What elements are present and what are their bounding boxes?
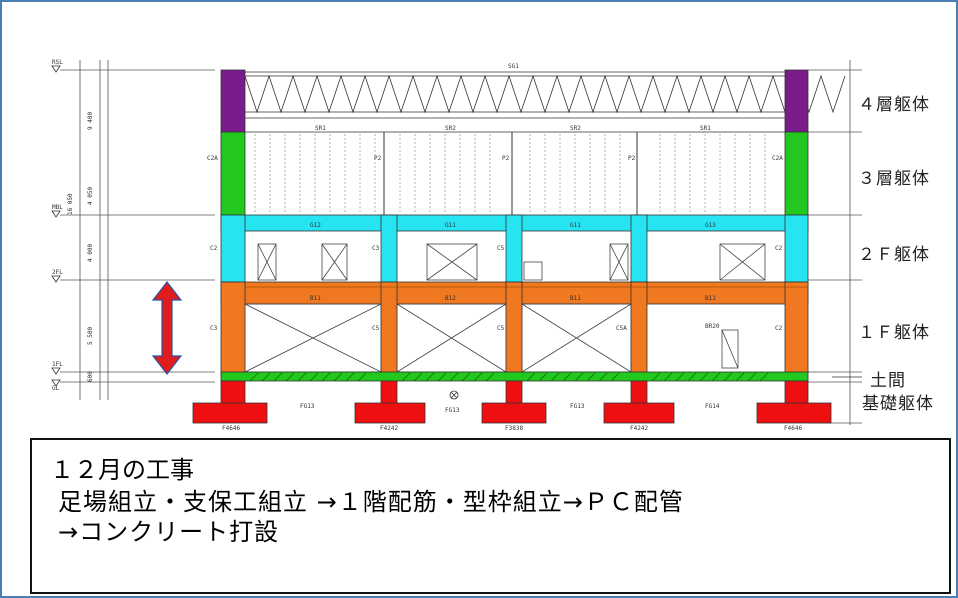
2f-frame [220,214,809,283]
purple-column-right [784,69,809,133]
third-floor-posts [383,132,638,215]
beam-2f-2: G11 [445,222,456,229]
col-2f-3: C5 [497,245,505,252]
2f-shoring [257,243,766,281]
level-rsl: RSL [52,59,63,66]
dim-outer: 16 050 [67,193,74,215]
beam-2f-1: G12 [310,222,321,229]
footing-beam-3: FG13 [570,403,585,410]
height-arrow-icon [151,281,183,375]
col-label-3f-4: P2 [628,155,636,162]
level-mbl: MBL [52,204,63,211]
notes-title: １２月の工事 [50,456,194,484]
footing-beam-4: FG14 [705,403,720,410]
green-column-left [220,131,246,216]
layer-label-4: ４層躯体 [858,95,930,115]
dim-top-upper: 9 400 [87,112,94,130]
label-br20: BR20 [705,323,720,330]
col-label-3f-5: C2A [772,155,783,162]
beam-1f-2: B12 [445,295,456,302]
col-label-3f-3: P2 [502,155,510,162]
col-1f-3: C5 [497,325,505,332]
notes-line-1: 足場組立・支保工組立 →１階配筋・型枠組立→ＰＣ配管 [58,488,684,516]
dim-mid: 4 000 [87,244,94,262]
work-notes-box: １２月の工事 足場組立・支保工組立 →１階配筋・型枠組立→ＰＣ配管 →コンクリー… [30,438,951,594]
dim-lower: 5 500 [87,327,94,345]
roof-truss [230,71,846,133]
dim-top-lower: 4 050 [87,187,94,205]
footing-label-5: F4646 [784,425,802,432]
level-markers [51,65,61,387]
layer-label-3: ３層躯体 [858,169,930,189]
slab-hatch [249,372,769,382]
beam-2f-4: G13 [705,222,716,229]
level-2fl: 2FL [52,269,63,276]
footing-label-4: F4242 [630,425,648,432]
1f-shoring [244,303,739,373]
purple-column-left [220,69,246,133]
green-column-right [784,131,809,216]
col-2f-1: C2 [210,245,218,252]
col-1f-4: C5A [616,325,627,332]
truss-label-1: SR1 [315,125,326,132]
beam-1f-3: B11 [570,295,581,302]
truss-label-2: SR2 [445,125,456,132]
beam-1f-4: B11 [705,295,716,302]
col-1f-5: C2 [775,325,783,332]
drain-symbol [449,390,459,400]
notes-line-2: →コンクリート打設 [58,518,280,546]
truss-label-4: SR1 [700,125,711,132]
layer-label-doma: 土間 [870,371,906,391]
level-1fl: 1FL [52,361,63,368]
col-2f-2: C3 [372,245,380,252]
col-label-3f-2: P2 [374,155,382,162]
layer-label-1: １Ｆ躯体 [858,323,930,343]
col-2f-4: C2 [775,245,783,252]
beam-1f-1: B11 [310,295,321,302]
truss-label-3: SR2 [570,125,581,132]
foundations [192,380,832,424]
col-label-3f-1: C2A [207,155,218,162]
footing-beam-1: FG13 [300,403,315,410]
footing-beam-2: FG13 [445,407,460,414]
col-1f-2: C5 [372,325,380,332]
layer-label-foundation: 基礎躯体 [862,394,934,414]
beam-2f-3: G11 [570,222,581,229]
footing-label-1: F4646 [222,425,240,432]
dimension-lines [60,60,215,400]
footing-label-2: F4242 [380,425,398,432]
layer-label-2: ２Ｆ躯体 [858,245,930,265]
third-floor-studs [254,134,766,212]
footing-label-3: F3838 [505,425,523,432]
col-1f-1: C3 [210,325,218,332]
beam-label-roof: SG1 [508,63,519,70]
right-level-lines [808,60,862,425]
level-gl: GL [52,385,60,392]
dim-bottom: 600 [87,371,94,382]
